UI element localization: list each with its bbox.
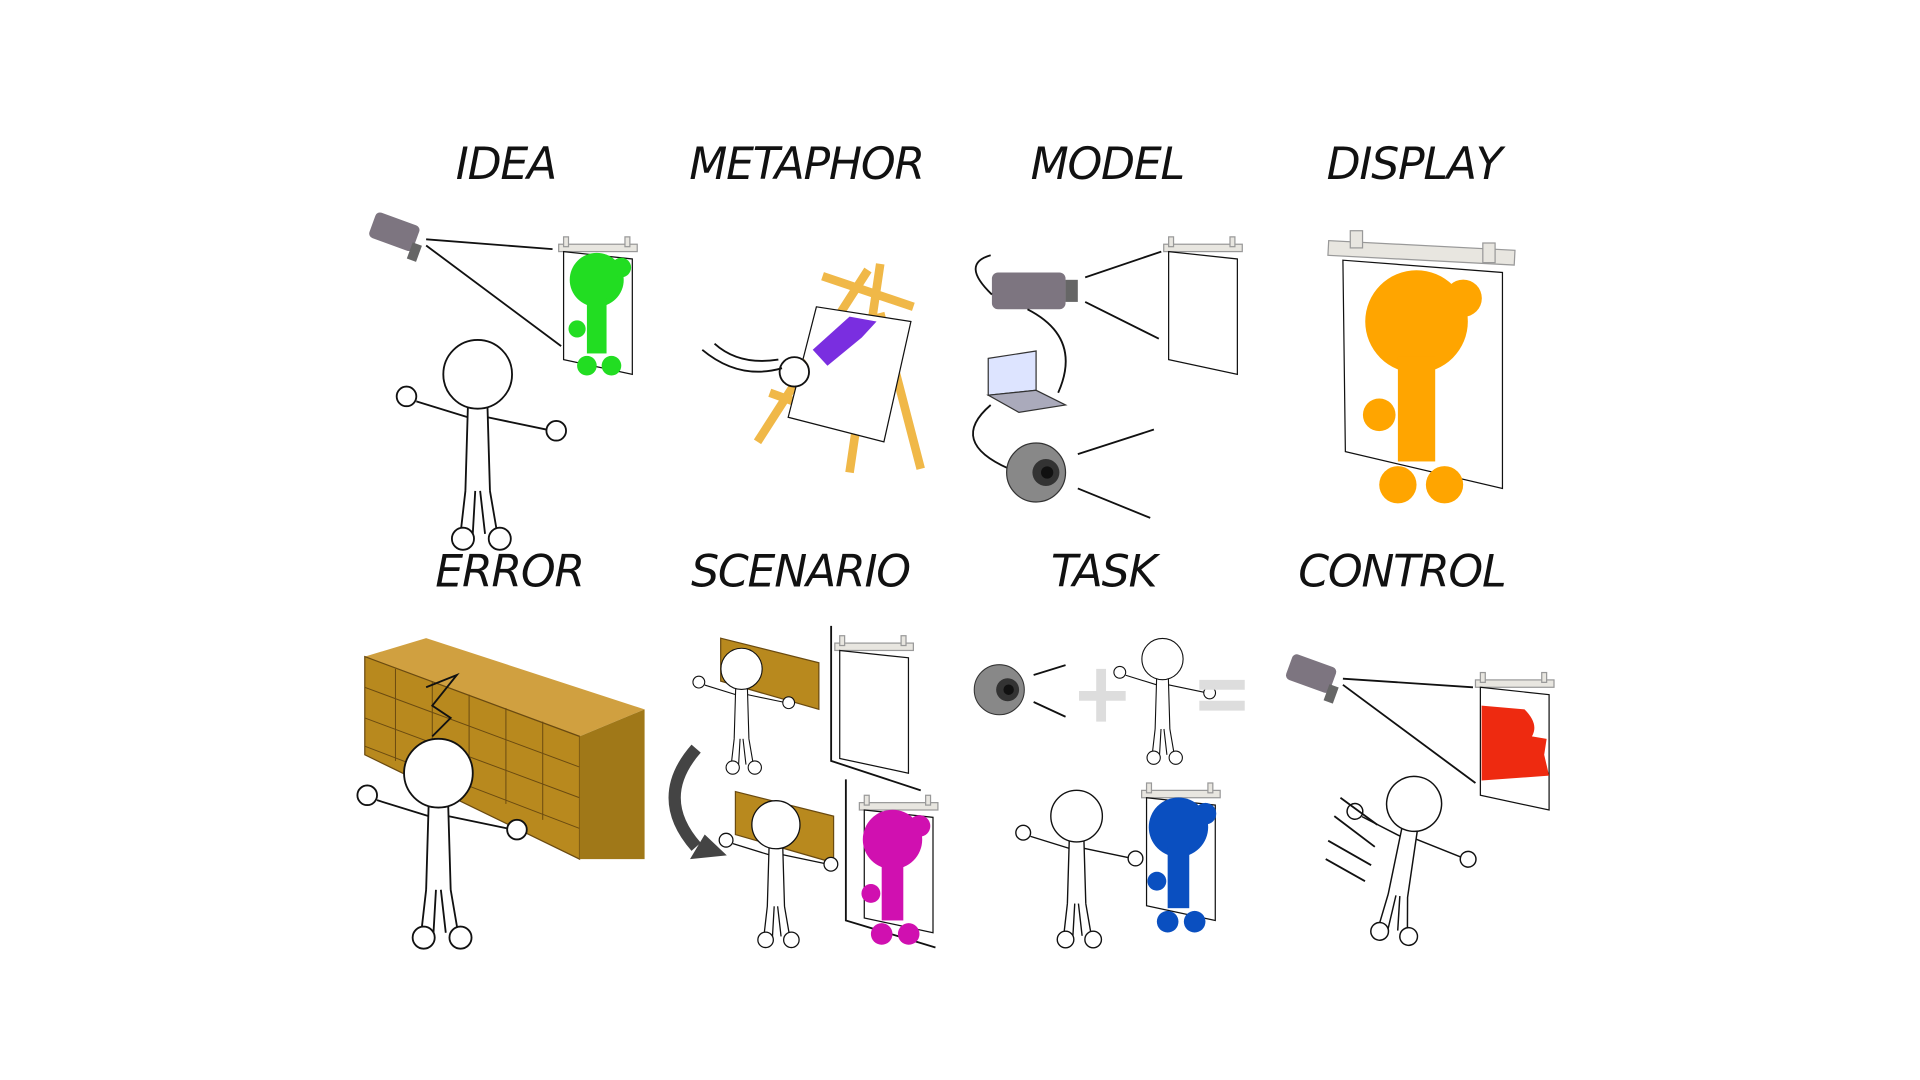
label-display: DISPLAY bbox=[1327, 139, 1506, 190]
label-idea: IDEA bbox=[456, 139, 556, 190]
equals-icon bbox=[1199, 679, 1245, 711]
red-figure-icon bbox=[1481, 705, 1550, 781]
screen-icon bbox=[1163, 236, 1243, 375]
model-panel bbox=[972, 236, 1243, 519]
scenario-panel bbox=[668, 625, 939, 949]
metaphor-panel bbox=[701, 263, 925, 474]
curved-arrow-icon bbox=[668, 744, 701, 851]
control-panel bbox=[1284, 652, 1555, 956]
plus-icon bbox=[1079, 668, 1126, 722]
projector-icon bbox=[367, 211, 422, 262]
task-panel bbox=[973, 637, 1245, 949]
eye-icon bbox=[973, 664, 1025, 716]
projector-icon bbox=[1284, 652, 1339, 704]
laptop-icon bbox=[987, 350, 1037, 396]
label-metaphor: METAPHOR bbox=[689, 139, 924, 190]
label-error: ERROR bbox=[435, 547, 584, 598]
label-control: CONTROL bbox=[1298, 547, 1505, 598]
idea-panel bbox=[367, 211, 638, 551]
display-panel bbox=[1327, 230, 1516, 504]
projector-icon bbox=[991, 272, 1066, 310]
label-scenario: SCENARIO bbox=[691, 547, 910, 598]
stick-figure-icon bbox=[395, 339, 567, 551]
eye-icon bbox=[1006, 442, 1067, 503]
label-model: MODEL bbox=[1031, 139, 1184, 190]
running-figure-icon bbox=[1325, 764, 1490, 956]
paintbrush-icon bbox=[812, 316, 877, 366]
label-task: TASK bbox=[1051, 547, 1161, 598]
error-panel bbox=[356, 638, 645, 950]
